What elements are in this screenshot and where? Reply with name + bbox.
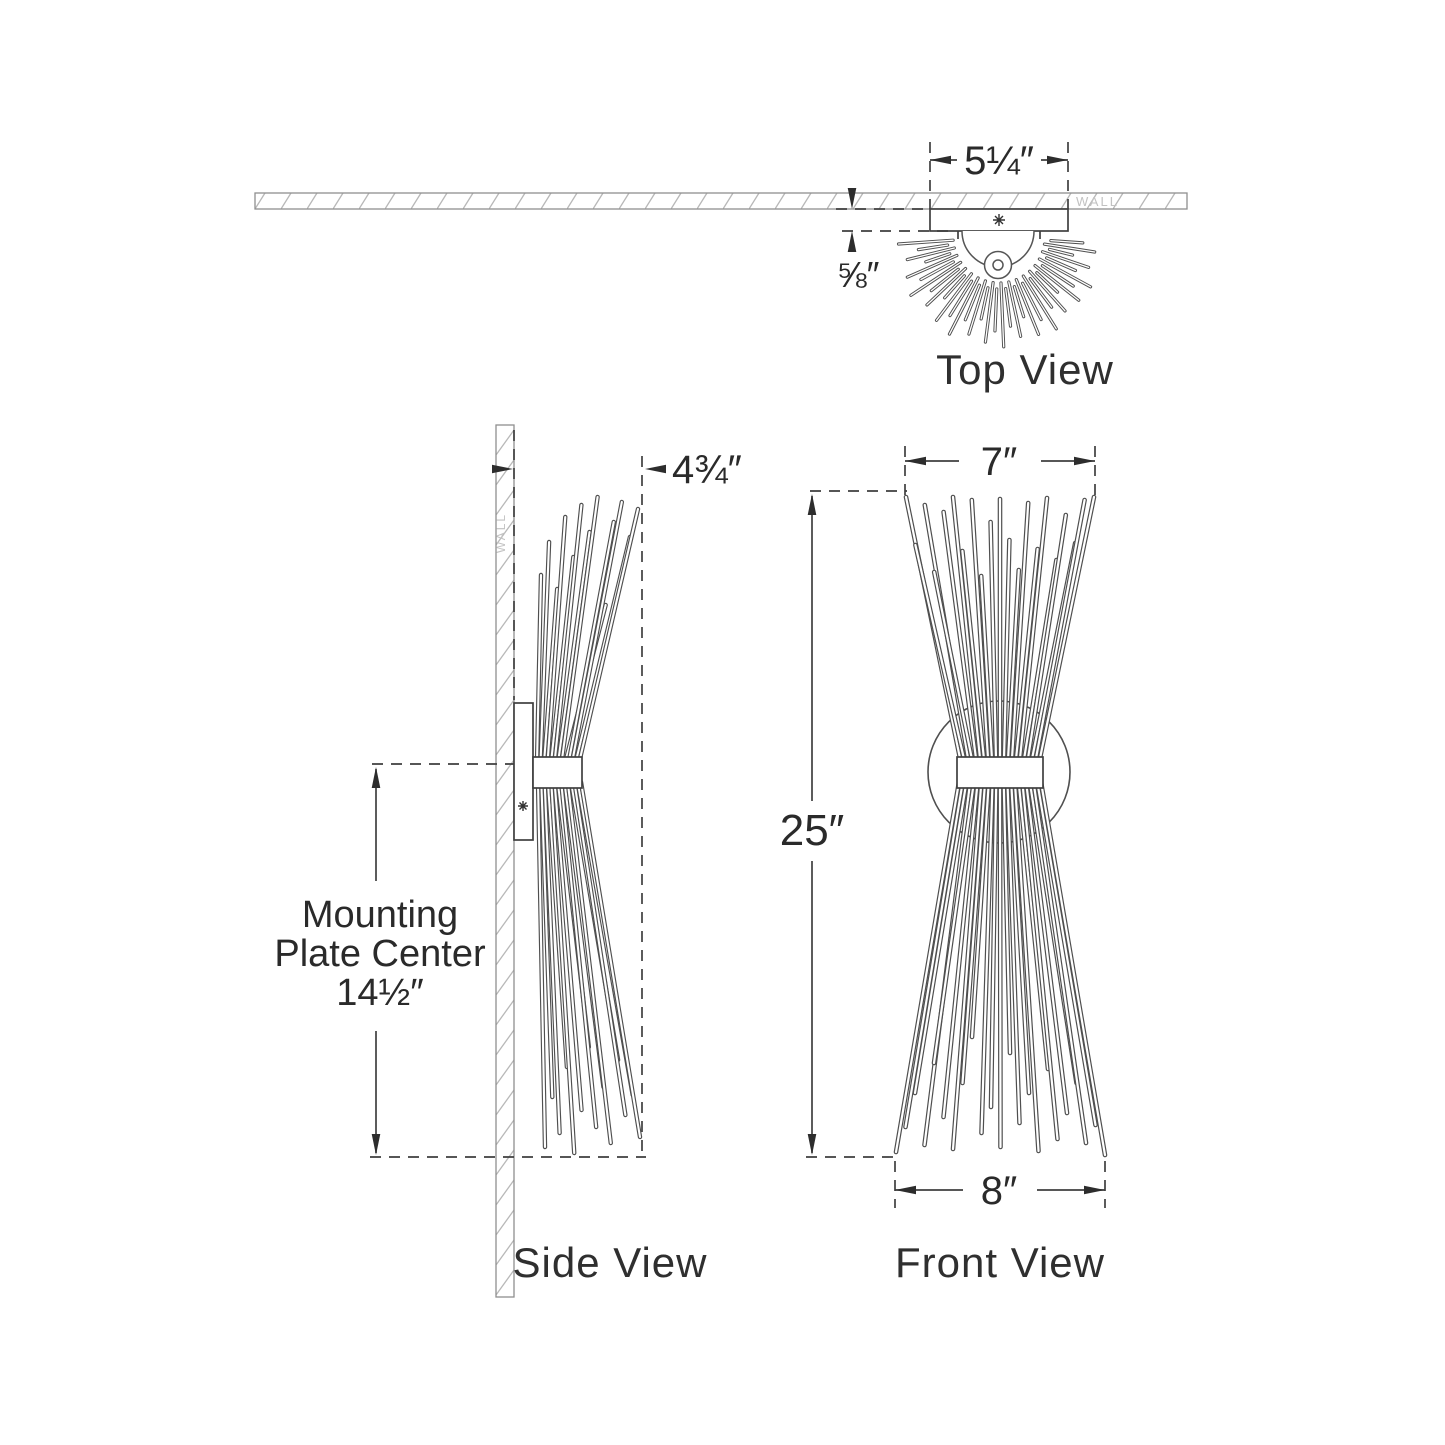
top-view: WALL 5¼″ ⅝″ Top View [254, 139, 1188, 393]
dimension-arrowheads [371, 155, 1105, 1195]
side-view-lower-rod-fan [535, 779, 643, 1156]
top-width-dimension: 5¼″ [964, 139, 1034, 183]
mounting-plate-label-line1: Mounting [302, 894, 458, 936]
front-view-lower-rod-fan [893, 779, 1108, 1158]
mounting-plate-center-dimension: 14½″ [336, 972, 423, 1014]
side-view: WALL 4¾″ Mounting Plate Center 14½″ Side… [274, 424, 742, 1298]
top-view-wall-section [254, 192, 1188, 210]
plate-depth-dimension: ⅝″ [837, 254, 880, 295]
socket-inner-circle [992, 259, 1004, 271]
top-view-title: Top View [936, 346, 1114, 393]
front-view-upper-rod-fan [903, 494, 1097, 766]
side-view-wall-section [495, 424, 515, 1298]
front-view: 7″ 25″ 8″ Front View [780, 440, 1108, 1286]
top-view-spoke-fan [896, 238, 1097, 349]
side-view-title: Side View [512, 1239, 707, 1286]
screw-icon [993, 214, 1005, 226]
side-view-upper-rod-fan [534, 494, 641, 766]
top-view-wall-text: WALL [1076, 194, 1119, 209]
side-view-center-band [532, 756, 583, 789]
front-height-dimension: 25″ [780, 806, 845, 855]
mounting-plate-label-line2: Plate Center [274, 933, 486, 975]
front-view-title: Front View [895, 1239, 1105, 1286]
front-top-width-dimension: 7″ [981, 440, 1017, 484]
side-view-wall-text: WALL [494, 513, 508, 553]
front-view-center-band [956, 756, 1044, 789]
screw-icon [518, 801, 528, 811]
side-view-mounting-plate [513, 702, 534, 841]
front-bottom-width-dimension: 8″ [981, 1169, 1017, 1213]
side-depth-dimension: 4¾″ [672, 448, 742, 492]
